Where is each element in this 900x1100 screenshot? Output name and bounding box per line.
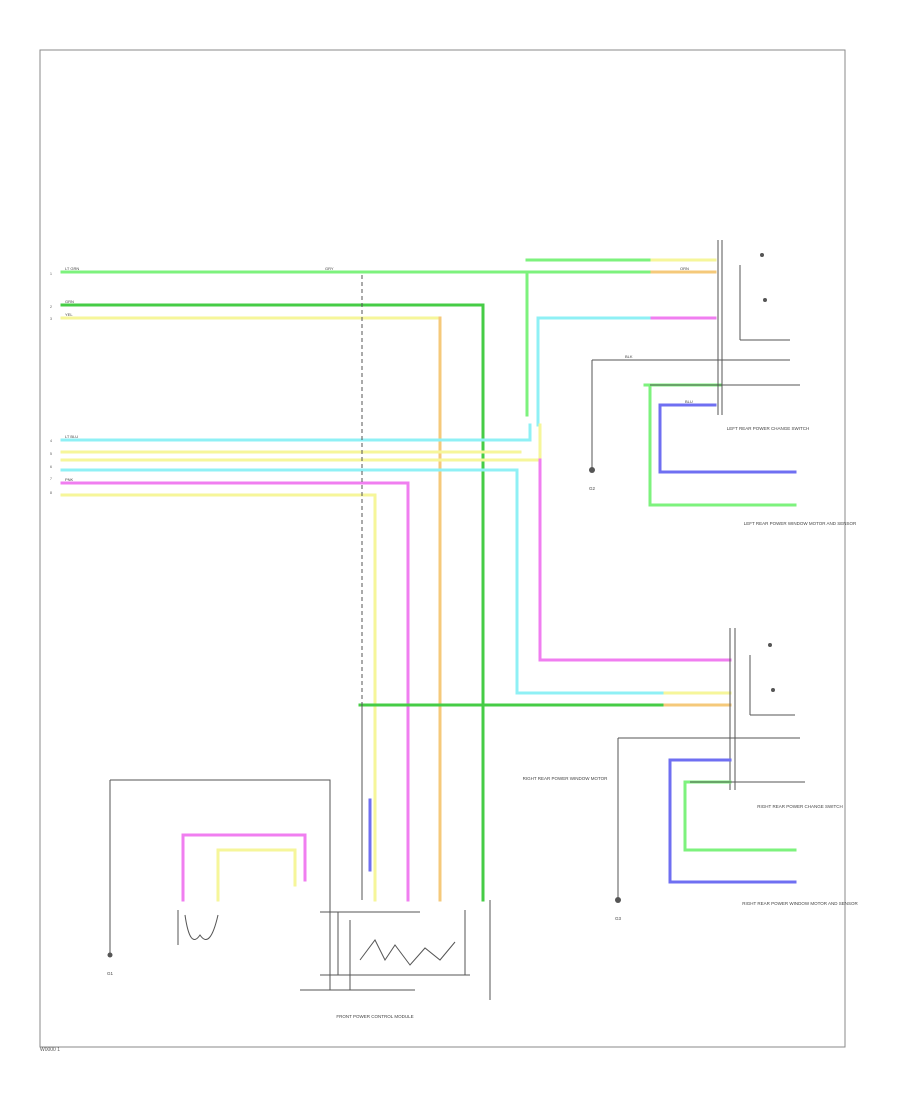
svg-text:3: 3 [50,317,52,321]
ground-right-1 [589,467,595,473]
wire-label-lt-grn: LT GRN [65,266,79,271]
wire-label-gry: GRY [325,266,334,271]
diagram-frame [39,49,846,1048]
wire-label-lt-blu: LT BLU [65,434,78,439]
left-switch-connector [591,240,800,474]
footer-code: W0000 1 [40,1047,61,1053]
wire-cyan-vert [536,316,654,427]
wire-label-blk: BLK [625,354,633,359]
svg-text:2: 2 [50,305,52,309]
svg-text:8: 8 [50,491,52,495]
caption-front-module: FRONT POWER CONTROL MODULE [336,1014,413,1019]
caption-ground-a: G1 [107,971,114,976]
ground-right-2 [615,897,621,903]
wire-pink-main [60,481,410,902]
wire-label-yel: YEL [65,312,73,317]
wire-yellow-low [60,493,377,902]
svg-text:4: 4 [50,439,52,443]
wire-pink-right [538,458,667,662]
wire-label-orn: ORN [680,266,689,271]
svg-text:7: 7 [50,477,52,481]
svg-text:6: 6 [50,465,52,469]
caption-ground-c: G3 [615,916,622,921]
caption-ground-b: G2 [589,486,596,491]
bottom-left-circuit [107,779,331,990]
caption-right-door: RIGHT REAR POWER WINDOW MOTOR [523,776,609,781]
left-terminals: 1 2 3 4 5 6 7 8 [50,272,52,495]
wire-lt-green-5 [648,383,797,507]
svg-text:5: 5 [50,452,52,456]
right-switch-connector [617,628,805,900]
wire-yellow-3 [60,423,542,462]
front-module [300,798,491,1000]
caption-right-sensor: RIGHT REAR POWER WINDOW MOTOR AND SENSOR [742,901,858,906]
wire-label-grn: GRN [65,299,74,304]
caption-left-sensor: LEFT REAR POWER WINDOW MOTOR AND SENSOR [744,521,857,526]
caption-right-switch: RIGHT REAR POWER CHANGE SWITCH [757,804,842,809]
wire-label-blu: BLU [685,399,693,404]
wire-cyan-top [60,423,532,442]
wire-cyan-lower [60,468,667,695]
wire-label-pnk: PNK [65,477,74,482]
caption-left-switch: LEFT REAR POWER CHANGE SWITCH [727,426,809,431]
wire-lt-green-top [60,258,797,507]
wire-green-main [60,303,485,902]
svg-text:1: 1 [50,272,52,276]
